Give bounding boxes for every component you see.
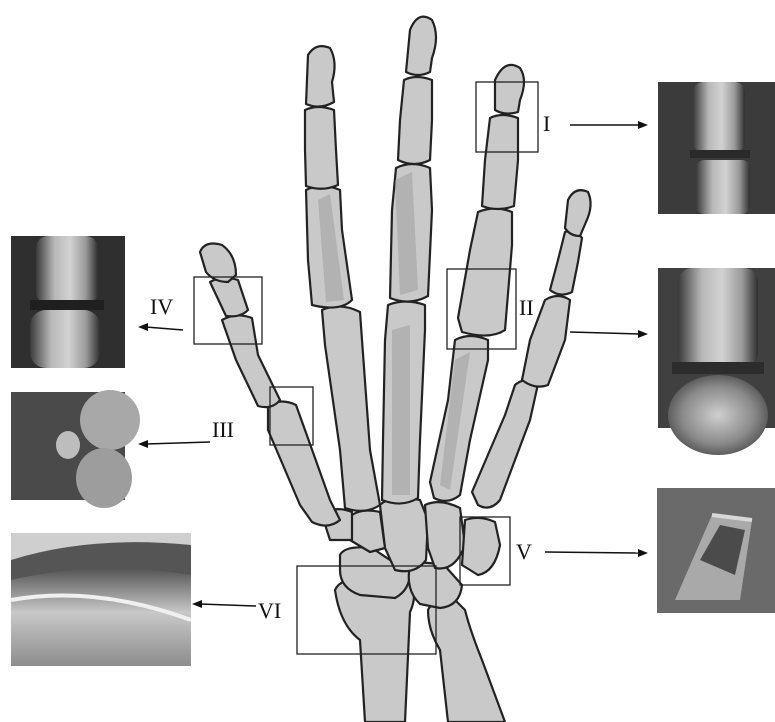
label-iii: III (212, 417, 234, 442)
ring-distal-phalanx (306, 46, 335, 106)
middle-distal-phalanx (406, 17, 436, 75)
thumb-distal-phalanx (550, 231, 582, 295)
little-distal-phalanx (200, 244, 236, 282)
carpal-bone (462, 518, 500, 575)
little-proximal-phalanx (222, 315, 280, 407)
label-ii: II (519, 295, 534, 320)
label-vi: VI (258, 598, 281, 623)
xray-inset-ii (658, 268, 775, 455)
index-middle-phalanx (482, 115, 518, 209)
carpal-bone (425, 502, 465, 568)
ulna-bone (428, 600, 505, 722)
label-v: V (516, 539, 532, 564)
xray-inset-iv (11, 236, 125, 368)
little-middle-phalanx (210, 278, 248, 316)
thumb-metacarpal (472, 380, 538, 507)
little-metacarpal (268, 402, 340, 526)
thumb-tip (565, 190, 591, 236)
carpal-bone (350, 511, 385, 552)
middle-middle-phalanx (398, 77, 432, 164)
ring-metacarpal (322, 306, 380, 510)
xray-inset-iii (11, 390, 140, 508)
index-proximal-phalanx (458, 209, 512, 336)
ring-middle-phalanx (305, 107, 338, 189)
xray-inset-v (657, 488, 775, 613)
xray-inset-i (658, 82, 775, 214)
xray-inset-vi (11, 533, 191, 666)
label-i: I (543, 111, 550, 136)
index-distal-phalanx (495, 65, 524, 114)
label-iv: IV (150, 294, 173, 319)
